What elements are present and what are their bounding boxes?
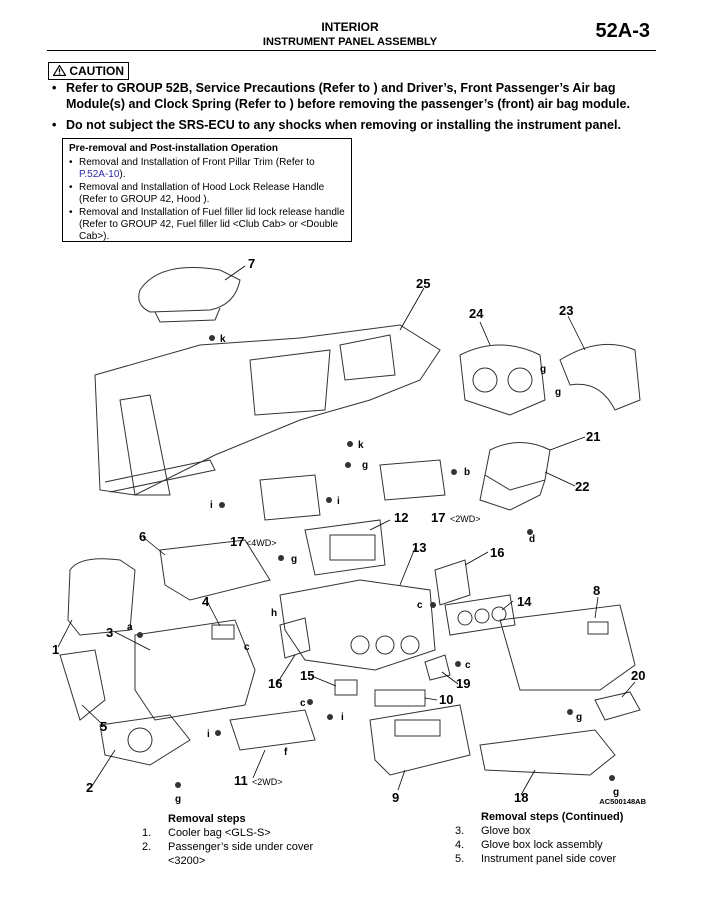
- fastener-i: i: [207, 729, 210, 740]
- fastener-k: k: [220, 334, 226, 345]
- step-number: 5.: [455, 853, 465, 865]
- removal-steps-title: Removal steps: [168, 813, 246, 825]
- callout-2: 2: [86, 780, 93, 795]
- fastener-g: g: [555, 387, 561, 398]
- callout-22: 22: [575, 479, 589, 494]
- callout-3: 3: [106, 625, 113, 640]
- callout-25: 25: [416, 276, 430, 291]
- removal-steps-list: 1. Cooler bag <GLS-S> 2. Passenger’s side …: [142, 826, 342, 868]
- step-number: 1.: [142, 827, 152, 839]
- removal-steps: Removal steps: [168, 812, 246, 828]
- fastener-c: c: [300, 698, 306, 709]
- callout-11: 11: [234, 773, 248, 788]
- callout-13: 13: [412, 540, 426, 555]
- pre-removal-text: ).: [119, 169, 126, 180]
- fastener-d: d: [529, 534, 535, 545]
- fastener-g: g: [576, 712, 582, 723]
- step-number: 3.: [455, 825, 465, 837]
- step-item: 3. Glove box: [455, 824, 675, 838]
- callout-10: 10: [439, 692, 453, 707]
- callout-9: 9: [392, 790, 399, 805]
- callout-24: 24: [469, 306, 484, 321]
- callout-6: 6: [139, 529, 146, 544]
- warning-triangle-icon: [52, 64, 69, 78]
- step-text: Glove box lock assembly: [481, 839, 603, 851]
- callout-14: 14: [517, 594, 532, 609]
- fastener-g: g: [362, 460, 368, 471]
- variant-2wd: <2WD>: [450, 514, 481, 524]
- fastener-i: i: [210, 500, 213, 511]
- step-item: 5. Instrument panel side cover: [455, 852, 675, 866]
- callout-23: 23: [559, 303, 573, 318]
- callout-18: 18: [514, 790, 528, 805]
- caution-item: Do not subject the SRS-ECU to any shocks…: [52, 117, 652, 133]
- removal-steps-cont-list: 3. Glove box 4. Glove box lock assembly 5.…: [455, 824, 675, 866]
- subsection-title: INSTRUMENT PANEL ASSEMBLY: [262, 36, 438, 48]
- variant-2wd-11: <2WD>: [252, 777, 283, 787]
- callout-16b: 16: [268, 676, 282, 691]
- caution-item: Refer to GROUP 52B, Service Precautions …: [52, 80, 652, 112]
- callout-20: 20: [631, 668, 645, 683]
- step-text: Cooler bag <GLS-S>: [168, 827, 271, 839]
- step-item: 2. Passenger’s side under cover <3200>: [142, 840, 342, 868]
- caution-label: CAUTION: [69, 64, 125, 78]
- fastener-c: c: [465, 660, 471, 671]
- step-item: 4. Glove box lock assembly: [455, 838, 675, 852]
- fastener-k: k: [358, 440, 364, 451]
- pre-removal-item: Removal and Installation of Fuel filler …: [69, 207, 345, 243]
- caution-label-box: CAUTION: [48, 62, 130, 80]
- callout-17-2wd: 17: [431, 510, 445, 525]
- page-number: 52A-3: [595, 20, 650, 42]
- step-text: Instrument panel side cover: [481, 853, 617, 865]
- exploded-diagram: 1 2 3 4 5 6 7 8 9 10 11 12 13 14 15 16 1…: [52, 256, 645, 805]
- fastener-i: i: [341, 712, 344, 723]
- removal-steps-continued: Removal steps (Continued): [481, 810, 623, 826]
- variant-4wd: <4WD>: [246, 538, 277, 548]
- fastener-c: c: [417, 600, 423, 611]
- step-number: 2.: [142, 841, 152, 853]
- fastener-h: h: [271, 608, 277, 619]
- callout-4: 4: [202, 594, 210, 609]
- fastener-b: b: [464, 467, 470, 478]
- callout-16: 16: [490, 545, 504, 560]
- pre-removal-title: Pre-removal and Post-installation Operat…: [69, 143, 278, 154]
- fastener-g: g: [613, 787, 619, 798]
- fastener-g: g: [291, 554, 297, 565]
- caution-list: Refer to GROUP 52B, Service Precautions …: [52, 80, 652, 138]
- callout-12: 12: [394, 510, 408, 525]
- step-text: Passenger’s side under cover <3200>: [168, 841, 314, 867]
- step-item: 1. Cooler bag <GLS-S>: [142, 826, 342, 840]
- fastener-i: i: [337, 496, 340, 507]
- page-link[interactable]: P.52A-10: [79, 169, 120, 180]
- callout-5: 5: [100, 719, 107, 734]
- figure-id: AC500148AB: [599, 797, 646, 806]
- pre-removal-item: Removal and Installation of Hood Lock Re…: [69, 182, 345, 206]
- callout-1: 1: [52, 642, 59, 657]
- fastener-f: f: [284, 747, 288, 758]
- pre-removal-item: Removal and Installation of Front Pillar…: [69, 157, 345, 181]
- callout-15: 15: [300, 668, 314, 683]
- fastener-c: c: [244, 642, 250, 653]
- callout-17-4wd: 17: [230, 534, 244, 549]
- section-title: INTERIOR: [321, 20, 379, 34]
- pre-removal-list: Removal and Installation of Front Pillar…: [69, 157, 345, 243]
- callout-8: 8: [593, 583, 600, 598]
- removal-steps-cont-title: Removal steps (Continued): [481, 811, 624, 823]
- fastener-g: g: [540, 364, 546, 375]
- callout-7: 7: [248, 256, 255, 271]
- fastener-g: g: [175, 794, 181, 805]
- pre-removal-text: Removal and Installation of Front Pillar…: [79, 157, 315, 168]
- pre-removal-box: Pre-removal and Post-installation Operat…: [62, 138, 352, 242]
- callout-21: 21: [586, 429, 600, 444]
- callout-19: 19: [456, 676, 470, 691]
- header-rule: [47, 50, 656, 51]
- step-number: 4.: [455, 839, 465, 851]
- step-text: Glove box: [481, 825, 531, 837]
- fastener-a: a: [127, 622, 133, 633]
